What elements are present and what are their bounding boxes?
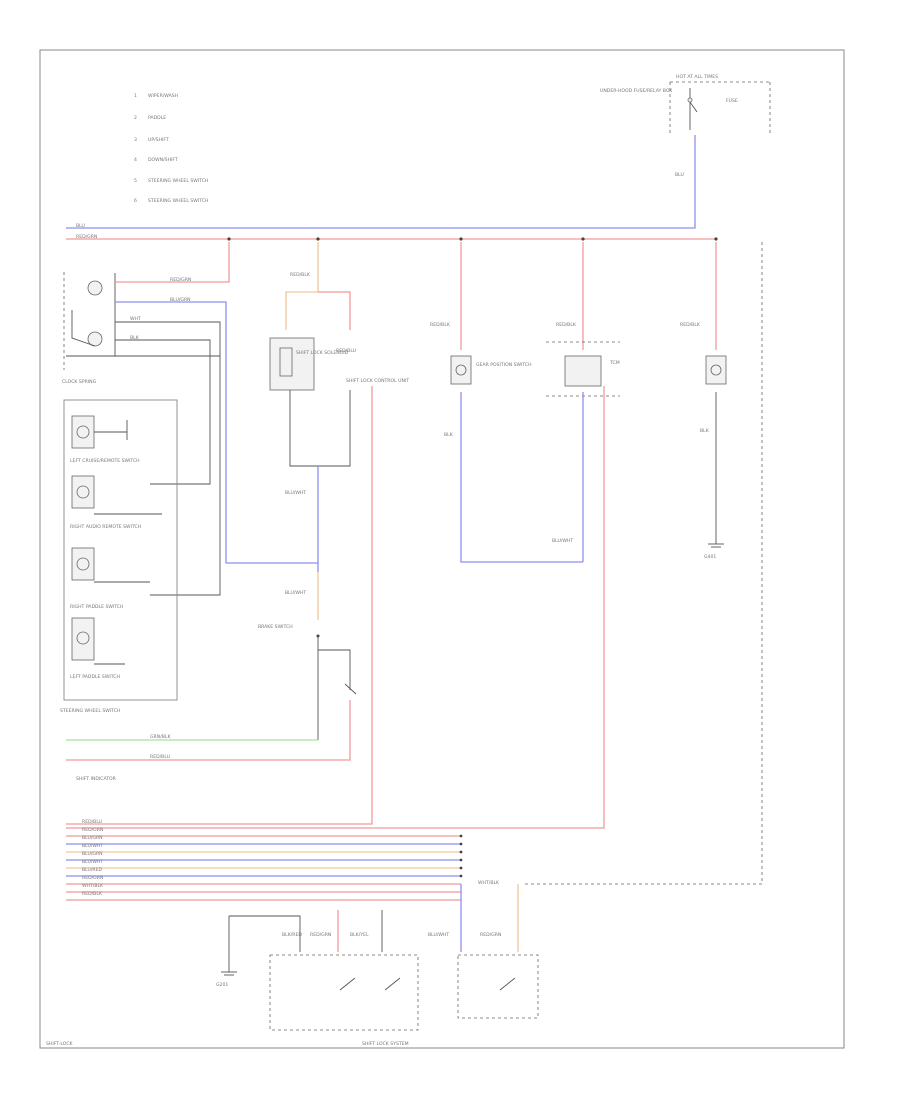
legend-item-1-num: 1 — [134, 93, 137, 99]
wire-blue-feed — [66, 135, 696, 229]
wire-label-red-blk-a: RED/BLK — [290, 272, 311, 278]
bus-row-4: BLU/WHT — [82, 843, 103, 849]
legend-item-4-text: DOWN/SHIFT — [148, 157, 178, 163]
wire-blue-clock — [115, 301, 318, 564]
wire-label-blu-wht-d: BLU/WHT — [428, 932, 449, 938]
ground-2-label: G201 — [216, 982, 228, 988]
fuse-label: FUSE — [726, 98, 738, 104]
wire-clock-4 — [115, 339, 211, 485]
legend-item-4-num: 4 — [134, 157, 137, 163]
right-audio-label: RIGHT AUDIO REMOTE SWITCH — [70, 524, 141, 530]
legend-item-5-num: 5 — [134, 178, 137, 184]
right-paddle-label: RIGHT PADDLE SWITCH — [70, 604, 123, 610]
wire-label-blk-gear: BLK — [444, 432, 454, 438]
shift-lock-solenoid: RED/BLK SHIFT LOCK SOLENOID BLU/WHT BLU/… — [66, 242, 373, 825]
under-hood-fuse-label: UNDER-HOOD FUSE/RELAY BOX — [600, 88, 672, 94]
shift-lock-solenoid-label: SHIFT LOCK SOLENOID — [296, 350, 349, 356]
tcm-label: TCM — [609, 360, 620, 366]
left-cruise-label: LEFT CRUISE/REMOTE SWITCH — [70, 458, 140, 464]
wire-label-red-blk-c: RED/BLK — [556, 322, 577, 328]
bus-row-1: RED/BLU — [82, 819, 102, 825]
legend-item-5-text: STEERING WHEEL SWITCH — [148, 178, 208, 184]
relay-box-label: HOT AT ALL TIMES — [676, 74, 718, 80]
wire-label-red-blk-b: RED/BLK — [430, 322, 451, 328]
wire-label-blu-wht-a: BLU/WHT — [285, 490, 306, 496]
brake-switch-label: BRAKE SWITCH — [258, 624, 293, 630]
wire-label-blk-clock: BLK — [130, 335, 140, 341]
diagram-frame — [39, 49, 845, 1049]
under-hood-fuse-box: HOT AT ALL TIMES UNDER-HOOD FUSE/RELAY B… — [600, 74, 771, 178]
footer-left-label: SHIFT-LOCK — [46, 1041, 74, 1047]
bottom-switch-assembly: G201 BLK/RED RED/GRN BLK/YEL BLU/WHT RED… — [216, 880, 539, 1031]
wire-label-blu-clock: BLU/GRN — [170, 297, 191, 303]
wire-label-wht-blk: WHT/BLK — [478, 880, 500, 886]
bus-row-5: BLU/GRN — [82, 851, 103, 857]
bus-row-3: BLU/GRN — [82, 835, 103, 841]
junction-2 — [316, 237, 320, 241]
legend-item-6-num: 6 — [134, 198, 137, 204]
wire-label-blk-yel: BLK/YEL — [350, 932, 369, 938]
footer-bottom-label: SHIFT LOCK SYSTEM — [362, 1041, 409, 1047]
gear-position-column: GEAR POSITION SWITCH RED/BLK BLK — [430, 242, 583, 563]
clock-spring-label: CLOCK SPRING — [62, 379, 97, 385]
wire-label-red-blu-a: RED/BLU — [336, 348, 356, 354]
tcm-column: TCM BLU/WHT RED/BLK — [66, 242, 620, 829]
legend-item-6-text: STEERING WHEEL SWITCH — [148, 198, 208, 204]
bus-row-10: RED/BLK — [82, 891, 103, 897]
brake-switch: BRAKE SWITCH GRN/BLK RED/BLU SHIFT INDIC… — [66, 624, 357, 782]
ground-1-label: G401 — [704, 554, 716, 560]
bus-row-6: BLU/WHT — [82, 859, 103, 865]
wire-label-blu-bus: BLU — [76, 223, 85, 229]
wire-label-red-bus: RED/GRN — [76, 234, 97, 240]
left-paddle-label: LEFT PADDLE SWITCH — [70, 674, 120, 680]
bus-row-2: RED/GRN — [82, 827, 103, 833]
legend: 1 WIPER/WASH 2 PADDLE 3 UP/SHIFT 4 DOWN/… — [134, 93, 208, 204]
wire-label-blu-wht-b: BLU/WHT — [285, 590, 306, 596]
wire-label-blk-red: BLK/RED — [282, 932, 302, 938]
wire-clock-3 — [115, 321, 221, 596]
wire-label-grn-blk: GRN/BLK — [150, 734, 171, 740]
wire-label-blu-wht-c: BLU/WHT — [552, 538, 573, 544]
shift-lock-control-label: SHIFT LOCK CONTROL UNIT — [346, 378, 409, 384]
junction-5 — [714, 237, 718, 241]
wire-label-red-grn-b: RED/GRN — [310, 932, 331, 938]
wire-label-blk-ground: BLK — [700, 428, 710, 434]
junction-1 — [227, 237, 231, 241]
bus-row-8: RED/GRN — [82, 875, 103, 881]
junction-3 — [459, 237, 463, 241]
dashed-ground-line — [522, 242, 763, 885]
bus-row-7: BLU/RED — [82, 867, 102, 873]
gear-position-label: GEAR POSITION SWITCH — [476, 362, 532, 368]
legend-item-3-num: 3 — [134, 137, 137, 143]
junction-4 — [581, 237, 585, 241]
ground-column: G401 BLK RED/BLK — [680, 242, 727, 560]
wire-label-wht: WHT — [130, 316, 141, 322]
wire-label-red-blk-d: RED/BLK — [680, 322, 701, 328]
steering-wheel-switch-box: LEFT CRUISE/REMOTE SWITCH RIGHT AUDIO RE… — [60, 399, 178, 714]
legend-item-2-text: PADDLE — [148, 115, 166, 121]
wire-label-red-grn-c: RED/GRN — [480, 932, 501, 938]
wire-label-red-blu-b: RED/BLU — [150, 754, 170, 760]
clock-spring: CLOCK SPRING — [62, 272, 220, 385]
bus-row-9: WHT/BLK — [82, 883, 104, 889]
legend-item-3-text: UP/SHIFT — [148, 137, 169, 143]
legend-item-1-text: WIPER/WASH — [148, 93, 178, 99]
steering-wheel-switch-label: STEERING WHEEL SWITCH — [60, 708, 120, 714]
shift-indicator-label: SHIFT INDICATOR — [76, 776, 117, 782]
wire-red-clock — [115, 242, 230, 283]
legend-item-2-num: 2 — [134, 115, 137, 121]
bus-bundle: RED/BLU RED/GRN BLU/GRN BLU/WHT BLU/GRN … — [66, 819, 463, 901]
wire-label-red-clock: RED/GRN — [170, 277, 191, 283]
wire-label-blu-top: BLU — [675, 172, 684, 178]
